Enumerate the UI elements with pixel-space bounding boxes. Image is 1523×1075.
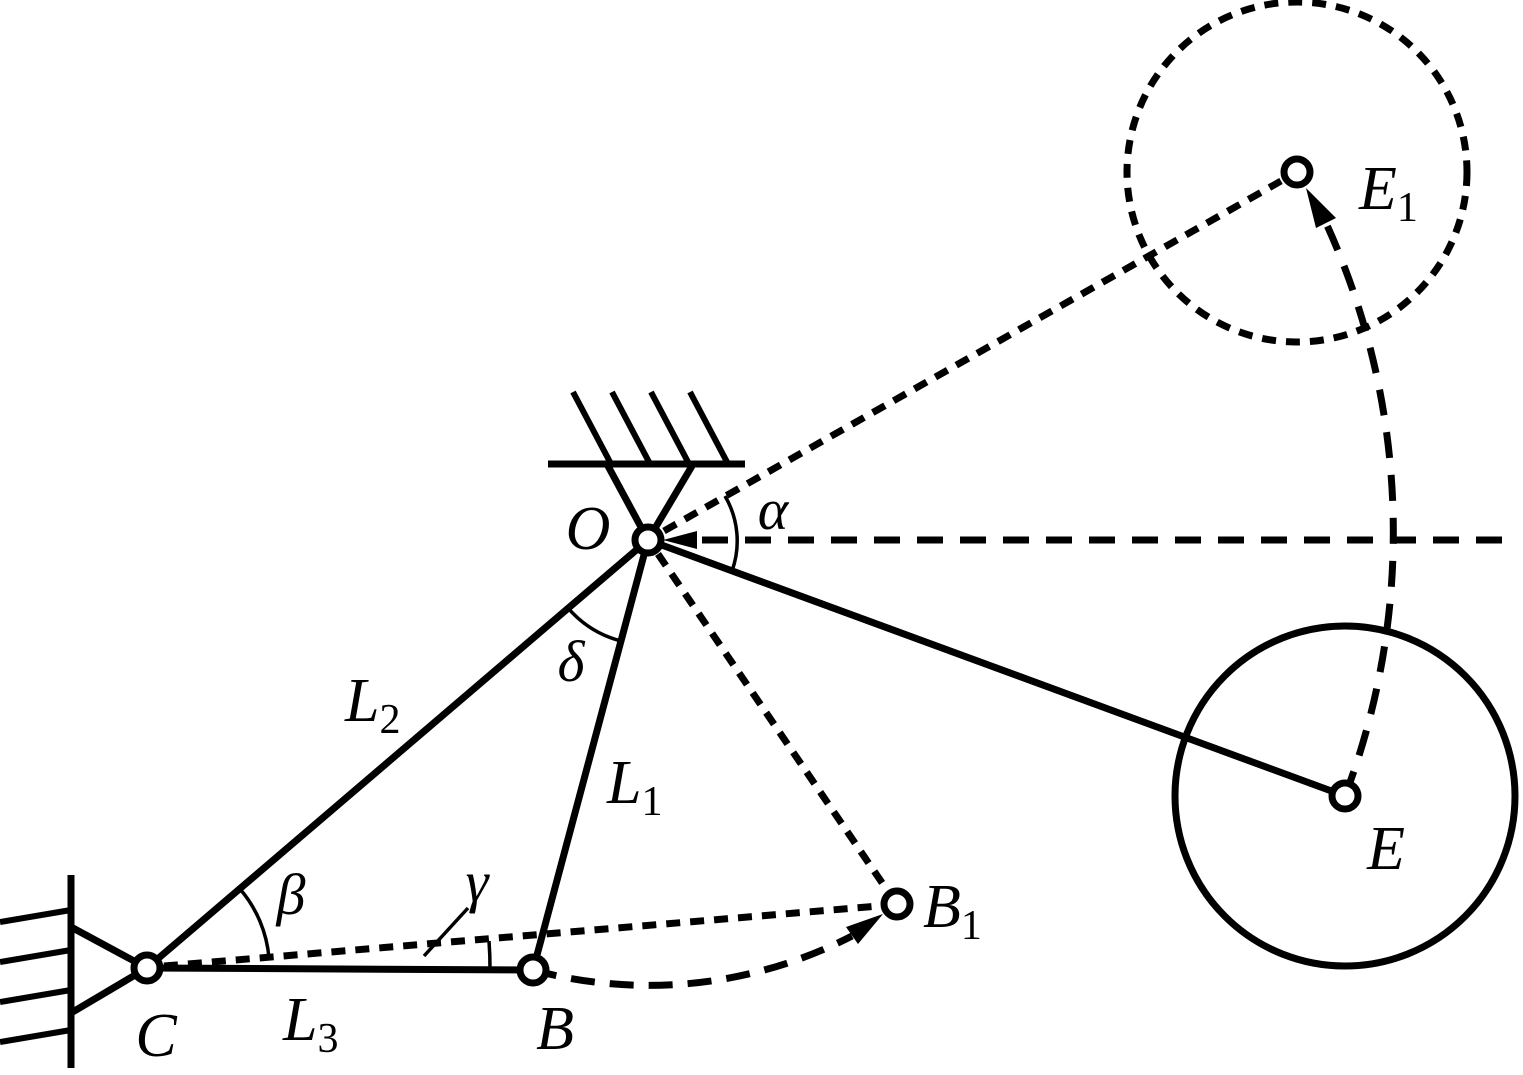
label-B1: B1 [923, 873, 982, 949]
label-gamma: γ [466, 849, 491, 914]
label-C: C [135, 1002, 177, 1070]
motion-arc-E-to-E1 [1322, 221, 1397, 798]
label-delta: δ [558, 629, 586, 694]
wheel-circle-E1-dashed [1123, 0, 1471, 346]
dotted-line-O-B1 [655, 552, 890, 892]
label-B1-main: B [923, 873, 961, 941]
joint-B1 [880, 887, 914, 921]
wheel-circle-E [1171, 622, 1519, 970]
joint-B [516, 953, 550, 987]
ground-support-O [548, 390, 745, 542]
dotted-line-C-B1 [163, 902, 880, 970]
label-L3-main: L [282, 986, 317, 1054]
dotted-line-O-E1 [662, 177, 1283, 535]
arrowhead-at-B1 [846, 914, 883, 944]
label-L3-sub: 3 [317, 1016, 338, 1062]
ground-hatch-O-1 [570, 390, 613, 464]
gamma-leader-line [422, 906, 470, 958]
label-L2-main: L [344, 667, 379, 735]
label-L1: L1 [606, 749, 662, 825]
label-alpha: α [758, 477, 790, 542]
angle-arc-delta [566, 606, 622, 643]
arrowhead-at-E1 [1306, 188, 1336, 228]
link-L2-O-to-C [144, 537, 651, 971]
ground-hatch-C-1 [0, 907, 72, 925]
joint-C [130, 951, 164, 985]
label-B1-sub: 1 [961, 903, 982, 949]
label-E1-sub: 1 [1397, 185, 1418, 231]
angle-arc-gamma [487, 940, 492, 971]
ground-hatch-O-4 [687, 390, 730, 464]
motion-arc-B-to-B1 [532, 932, 854, 989]
label-L1-sub: 1 [641, 779, 662, 825]
ground-hatch-C-4 [0, 1027, 72, 1045]
ground-hatch-O-3 [648, 390, 691, 464]
joint-E [1328, 779, 1362, 813]
label-L2: L2 [344, 667, 400, 743]
label-E1-main: E [1358, 155, 1397, 223]
ground-hatch-C-2 [0, 947, 72, 965]
crank-link-O-to-E [646, 536, 1347, 800]
angle-arc-alpha [723, 495, 739, 572]
label-L1-main: L [606, 749, 641, 817]
joint-E1 [1280, 155, 1314, 189]
link-L1-O-to-B [529, 539, 652, 971]
label-E1: E1 [1358, 155, 1418, 231]
ground-support-C [0, 875, 149, 1068]
label-L3: L3 [282, 986, 338, 1062]
angle-arc-beta [238, 887, 271, 959]
label-B: B [536, 995, 574, 1063]
label-beta: β [276, 862, 306, 927]
arrowhead-at-O [663, 531, 697, 549]
joint-O [631, 523, 665, 557]
link-L3-C-to-B [146, 964, 534, 974]
label-E: E [1366, 815, 1405, 883]
ground-hatch-O-2 [609, 390, 652, 464]
ground-hatch-C-3 [0, 987, 72, 1005]
label-O: O [566, 495, 611, 563]
label-L2-sub: 2 [379, 697, 400, 743]
